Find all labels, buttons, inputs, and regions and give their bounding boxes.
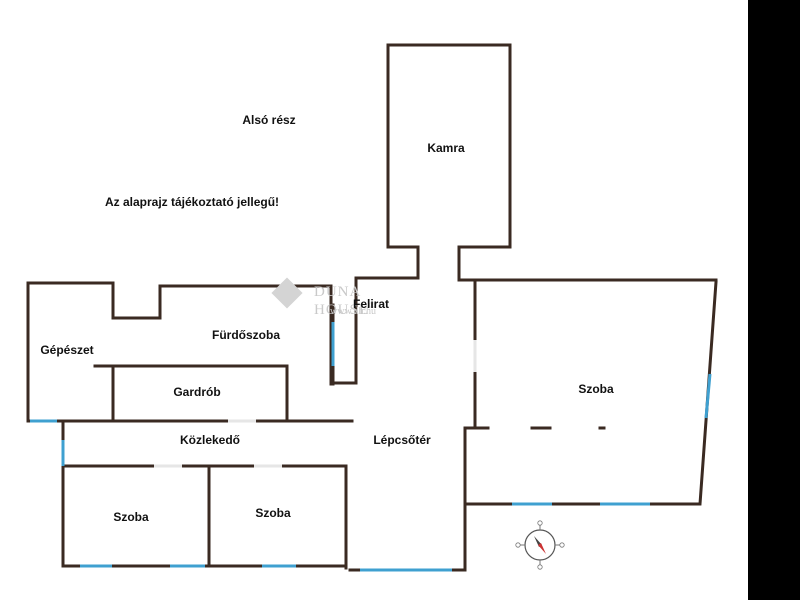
label-szoba-east: Szoba xyxy=(578,382,614,396)
label-szoba-sw-right: Szoba xyxy=(255,506,291,520)
label-kozlekedo: Közlekedő xyxy=(179,433,241,447)
wall-west-block xyxy=(26,281,335,423)
label-lepcsoter: Lépcsőtér xyxy=(373,433,431,447)
label-furdoszoba: Fürdőszoba xyxy=(212,328,280,342)
wall-kamra xyxy=(386,43,512,280)
wall-sw-rooms xyxy=(61,464,348,570)
label-gardrob: Gardrób xyxy=(173,385,221,399)
label-gepeszet: Gépészet xyxy=(40,343,94,357)
window-szoba-east-right xyxy=(704,373,712,419)
watermark-registered: ® xyxy=(369,301,377,310)
wall-sw-outer xyxy=(61,464,348,568)
label-felirat: Felirat xyxy=(352,297,390,311)
wall-szoba-east xyxy=(348,280,718,572)
label-kamra: Kamra xyxy=(427,141,465,155)
floor-plan-canvas: DUNA HOUSE® www.dh.hu Alsó rész Az alapr… xyxy=(0,0,748,600)
floor-plan-drawing xyxy=(26,43,718,572)
wall-gardrob xyxy=(111,364,289,423)
label-also-resz: Alsó rész xyxy=(242,113,296,127)
label-szoba-sw-left: Szoba xyxy=(113,510,149,524)
watermark-url: www.dh.hu xyxy=(330,306,377,317)
watermark-brand: DUNA HOUSE® xyxy=(314,284,377,318)
compass-icon xyxy=(515,520,565,570)
label-notice: Az alaprajz tájékoztató jellegű! xyxy=(104,195,280,209)
